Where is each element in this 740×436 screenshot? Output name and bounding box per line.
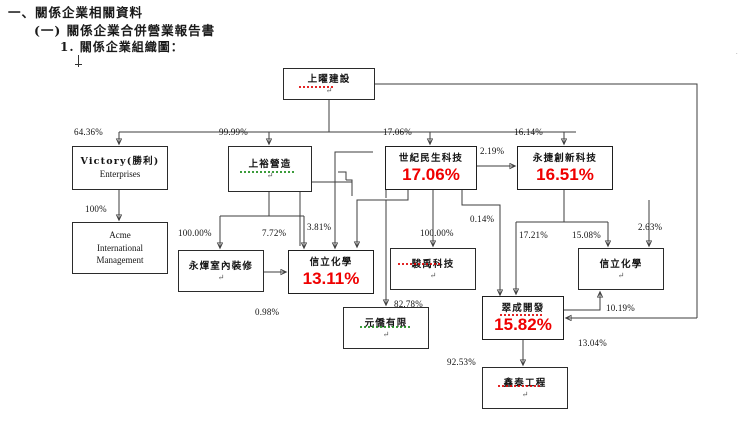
org-node-label: 信立化學 [599,258,643,270]
text-cursor [75,55,82,67]
spellcheck-underline [240,171,294,173]
org-node-shangyu: 上裕營造↵ [228,146,312,192]
org-node-label: 永煇室內裝修 [188,260,254,272]
org-node-label: 上裕營造 [248,158,292,170]
edge-percentage-label: 7.72% [262,228,287,238]
paragraph-mark-icon: ↵ [429,270,437,280]
org-node-label: 信立化學 [309,256,353,268]
org-node-xintai: 鑫泰工程↵ [482,367,568,409]
org-node-label: Victory(勝利) [80,155,160,167]
org-node-percentage: 15.82% [494,314,552,334]
spellcheck-underline [398,263,442,265]
org-node-yonghui: 永煇室內裝修↵ [178,250,264,292]
spellcheck-underline [299,86,333,88]
edge-percentage-label: 10.19% [606,303,635,313]
heading-level-1: 一、關係企業相關資料 [8,5,144,20]
org-node-label: Management [96,255,144,266]
spellcheck-underline [498,385,542,387]
org-node-label: Enterprises [99,168,141,179]
org-node-percentage: 13.11% [302,268,360,288]
edge-percentage-label: 16.14% [514,127,543,137]
edge-percentage-label: 2.19% [480,146,505,156]
edge-percentage-label: 64.36% [74,127,103,137]
org-node-label: 上曜建設 [307,73,351,85]
org-node-label: 鑫泰工程 [503,377,547,389]
org-node-percentage: 16.51% [536,164,594,184]
org-node-label: International [97,242,143,253]
org-node-xinli2: 信立化學↵ [578,248,664,290]
edge-percentage-label: 92.53% [447,357,476,367]
org-node-top: 上曜建設↵ [283,68,375,100]
edge-percentage-label: 13.04% [578,338,607,348]
edge-percentage-label: 100.00% [178,228,212,238]
org-node-label: 永捷創新科技 [532,152,598,164]
org-node-victory: Victory(勝利)Enterprises [72,146,168,190]
org-node-label: 世紀民生科技 [398,152,464,164]
org-node-label: 元僑有限 [364,317,408,329]
paragraph-mark-icon: ↵ [521,389,529,399]
paragraph-mark-icon: ↵ [266,170,274,180]
edge-percentage-label: 17.21% [519,230,548,240]
edge-percentage-label: 0.98% [255,307,280,317]
org-node-junyu: 駿禹科技↵ [390,248,476,290]
heading-level-3: 1. 關係企業組織圖： [60,40,184,54]
org-node-percentage: 17.06% [402,164,460,184]
edge-percentage-label: 82.78% [394,299,423,309]
edge-percentage-label: 100% [85,204,107,214]
paragraph-mark-icon: ↵ [617,270,625,280]
spellcheck-underline [360,326,412,328]
edge-percentage-label: 15.08% [572,230,601,240]
paragraph-mark-icon: ↵ [325,85,333,95]
org-node-yuanqiao: 元僑有限↵ [343,307,429,349]
heading-level-2: (一) 關係企業合併營業報告書 [34,23,216,38]
spellcheck-underline [500,314,544,316]
org-node-label: 翠成開發 [501,302,545,314]
paragraph-mark-icon: ↵ [217,272,225,282]
edge-percentage-label: 99.99% [219,127,248,137]
paragraph-mark-icon: ↵ [382,329,390,339]
edge-percentage-label: 0.14% [470,214,495,224]
edge-percentage-label: 2.63% [638,222,663,232]
edge-percentage-label: 17.06% [383,127,412,137]
edge-percentage-label: 3.81% [307,222,332,232]
edge-percentage-label: 100.00% [420,228,454,238]
page-edge-mark: · [735,50,738,58]
org-node-label: Acme [109,230,131,241]
